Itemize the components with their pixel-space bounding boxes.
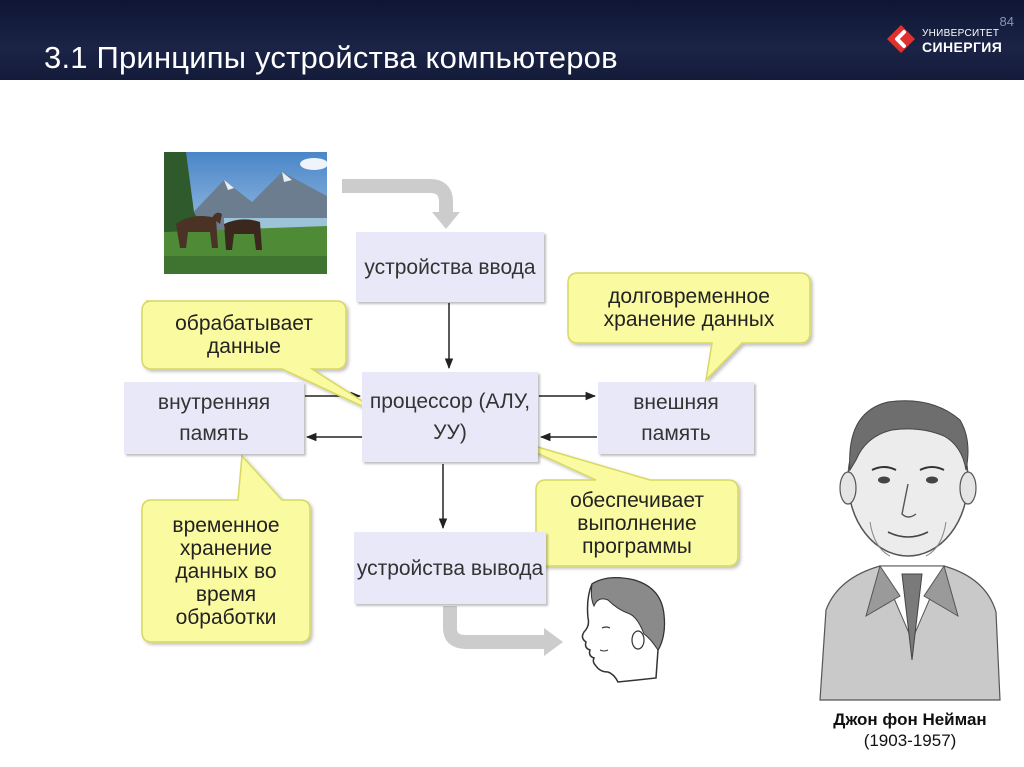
logo-line2: СИНЕРГИЯ — [922, 39, 1003, 55]
output-flow-arrow — [443, 606, 563, 656]
portrait-years: (1903-1957) — [863, 731, 957, 750]
slide-number: 84 — [999, 14, 1014, 29]
input-devices-box: устройства ввода — [356, 232, 544, 302]
callout-program-text: обеспечивает выполнение программы — [570, 488, 704, 558]
landscape-picture — [164, 152, 327, 274]
portrait-name: Джон фон Нейман — [833, 710, 987, 729]
slide-header: 3.1 Принципы устройства компьютеров 84 У… — [0, 0, 1024, 80]
synergy-logo-icon — [887, 25, 915, 53]
input-flow-arrow — [342, 179, 460, 229]
output-devices-box: устройства вывода — [354, 532, 546, 604]
callout-processes-text: обрабатывает данные — [175, 312, 313, 358]
callout-program — [499, 435, 739, 567]
portrait-sketch — [818, 400, 1001, 701]
processor-box: процессор (АЛУ, УУ) — [362, 372, 538, 462]
person-head-drawing — [581, 577, 666, 683]
logo-line1: УНИВЕРСИТЕТ — [922, 28, 1000, 39]
callout-long-term — [567, 272, 811, 383]
slide-title: 3.1 Принципы устройства компьютеров — [44, 40, 618, 75]
callout-temporary — [141, 454, 311, 643]
callout-long-term-text: долговременное хранение данных — [603, 285, 775, 331]
synergy-logo: УНИВЕРСИТЕТ СИНЕРГИЯ — [886, 22, 1016, 62]
internal-memory-box: внутренняя память — [124, 382, 304, 454]
external-memory-box: внешняя память — [598, 382, 754, 454]
callout-temporary-text: временное хранение данных во время обраб… — [172, 513, 280, 629]
